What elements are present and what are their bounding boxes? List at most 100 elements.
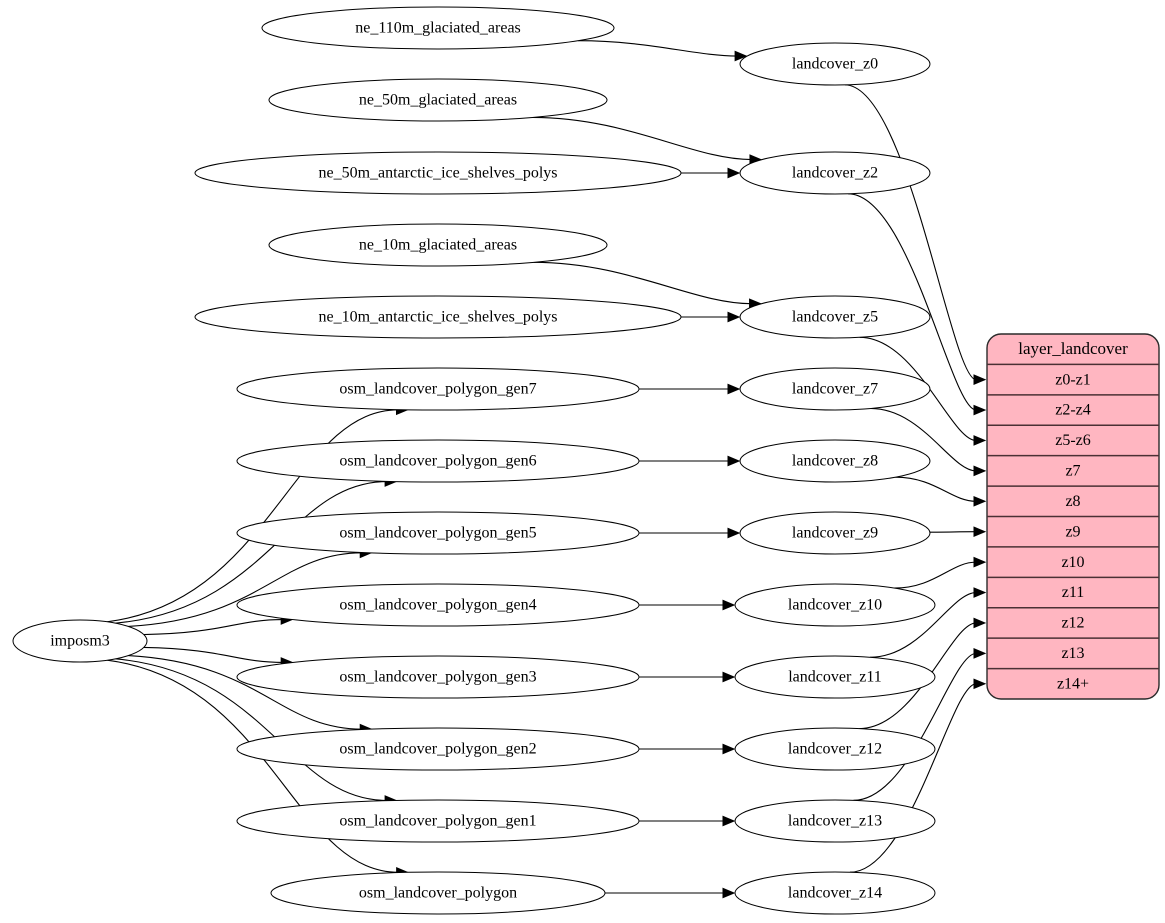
node-shape [734,799,936,843]
osm-table-osm_landcover_polygon_gen3[interactable]: osm_landcover_polygon_gen3 [236,655,640,699]
landcover-landcover_z14[interactable]: landcover_z14 [734,871,936,915]
node-shape [739,439,931,483]
ne-table-ne_10m_glaciated_areas[interactable]: ne_10m_glaciated_areas [268,223,608,267]
table-row-z11[interactable]: z11 [1062,584,1085,601]
node-label: imposm3 [50,633,110,650]
edge-landcover_z8-to-row-z8 [895,476,977,502]
edge-imposm3-to-osm_landcover_polygon_gen6 [115,481,388,624]
osm-table-osm_landcover_polygon_gen6[interactable]: osm_landcover_polygon_gen6 [236,439,640,483]
node-shape [12,619,148,663]
node-shape [236,655,640,699]
osm-table-osm_landcover_polygon_gen1[interactable]: osm_landcover_polygon_gen1 [236,799,640,843]
edge-arrowhead [973,495,987,507]
table-row-z12[interactable]: z12 [1061,615,1084,632]
node-label: landcover_z9 [792,525,878,542]
node-label: ne_10m_antarctic_ice_shelves_polys [318,309,557,326]
landcover-landcover_z11[interactable]: landcover_z11 [734,655,936,699]
table-row-z13[interactable]: z13 [1061,645,1084,662]
edge-imposm3-to-osm_landcover_polygon_gen2 [128,655,363,730]
node-shape [261,6,615,50]
edge-imposm3-to-osm_landcover_polygon_gen3 [143,646,284,663]
ne-table-ne_10m_antarctic_ice_shelves_polys[interactable]: ne_10m_antarctic_ice_shelves_polys [194,295,682,339]
table-row-z9[interactable]: z9 [1065,523,1080,540]
node-shape [194,151,682,195]
table-row-label: z9 [1065,523,1080,540]
edge-arrowhead [973,587,987,598]
table-row-z8[interactable]: z8 [1065,493,1080,510]
table-row-z0-z1[interactable]: z0-z1 [1055,371,1091,388]
landcover-landcover_z10[interactable]: landcover_z10 [734,583,936,627]
node-shape [236,583,640,627]
node-shape [739,42,931,86]
nodes-layer: imposm3 ne_110m_glaciated_areas ne_50m_gla… [12,6,936,915]
edge-landcover_z11-to-row-z11 [869,591,977,658]
ne-table-ne_50m_antarctic_ice_shelves_polys[interactable]: ne_50m_antarctic_ice_shelves_polys [194,151,682,195]
edge-imposm3-to-osm_landcover_polygon_gen4 [143,619,284,636]
node-shape [236,511,640,555]
table-row-z14-[interactable]: z14+ [1057,675,1089,692]
table-row-label: z2-z4 [1055,402,1091,419]
node-label: ne_50m_antarctic_ice_shelves_polys [318,165,557,182]
table-row-label: z14+ [1057,675,1089,692]
table-row-z10[interactable]: z10 [1061,554,1084,571]
edge-landcover_z14-to-row-z14plus [849,683,977,873]
landcover-landcover_z13[interactable]: landcover_z13 [734,799,936,843]
node-shape [236,799,640,843]
table-row-label: z5-z6 [1055,432,1091,449]
edge-landcover_z7-to-row-z7 [870,407,977,472]
node-label: landcover_z11 [788,669,882,686]
edge-arrowhead [727,311,741,323]
node-label: osm_landcover_polygon_gen6 [339,453,536,470]
edge-arrowhead [727,383,741,395]
layer-landcover-table[interactable]: layer_landcoverz0-z1z2-z4z5-z6z7z8z9z10z… [986,333,1160,700]
node-shape [739,367,931,411]
landcover-landcover_z12[interactable]: landcover_z12 [734,727,936,771]
node-label: osm_landcover_polygon [359,885,517,902]
landcover-landcover_z5[interactable]: landcover_z5 [739,295,931,339]
edge-imposm3-to-osm_landcover_polygon_gen1 [115,658,388,801]
edge-arrowhead [722,671,736,683]
edge-landcover_z2-to-row-z2-z4 [848,193,977,411]
table-row-z2-z4[interactable]: z2-z4 [1055,402,1091,419]
node-label: ne_50m_glaciated_areas [359,92,517,109]
edge-landcover_z10-to-row-z10 [894,561,977,589]
landcover-landcover_z9[interactable]: landcover_z9 [739,511,931,555]
node-shape [739,511,931,555]
node-label: landcover_z2 [792,165,878,182]
node-label: osm_landcover_polygon_gen7 [339,381,536,398]
edge-imposm3-to-osm_landcover_polygon_gen7 [107,409,399,623]
node-shape [268,223,608,267]
edge-arrowhead [973,526,987,538]
table-row-z7[interactable]: z7 [1065,463,1080,480]
node-label: ne_110m_glaciated_areas [355,20,521,37]
edge-arrowhead [973,465,987,477]
edge-arrowhead [973,556,987,568]
landcover-landcover_z0[interactable]: landcover_z0 [739,42,931,86]
osm-table-osm_landcover_polygon[interactable]: osm_landcover_polygon [270,871,606,915]
edge-arrowhead [973,404,987,416]
osm-table-osm_landcover_polygon_gen4[interactable]: osm_landcover_polygon_gen4 [236,583,640,627]
table-row-z5-z6[interactable]: z5-z6 [1055,432,1091,449]
edge-imposm3-to-osm_landcover_polygon_gen5 [128,552,363,627]
node-label: landcover_z5 [792,309,878,326]
node-label: landcover_z14 [788,885,882,902]
source-imposm3[interactable]: imposm3 [12,619,148,663]
node-shape [194,295,682,339]
ne-table-ne_50m_glaciated_areas[interactable]: ne_50m_glaciated_areas [268,78,608,122]
ne-table-ne_110m_glaciated_areas[interactable]: ne_110m_glaciated_areas [261,6,615,50]
landcover-landcover_z8[interactable]: landcover_z8 [739,439,931,483]
edge-arrowhead [722,599,736,611]
edge-ne_50m_glaciated_areas-to-landcover_z2 [532,116,752,161]
node-label: osm_landcover_polygon_gen5 [339,525,536,542]
osm-table-osm_landcover_polygon_gen2[interactable]: osm_landcover_polygon_gen2 [236,727,640,771]
landcover-landcover_z2[interactable]: landcover_z2 [739,151,931,195]
osm-table-osm_landcover_polygon_gen7[interactable]: osm_landcover_polygon_gen7 [236,367,640,411]
landcover-landcover_z7[interactable]: landcover_z7 [739,367,931,411]
edge-arrowhead [722,815,736,827]
node-label: landcover_z13 [788,813,882,830]
edge-arrowhead [727,167,741,179]
osm-table-osm_landcover_polygon_gen5[interactable]: osm_landcover_polygon_gen5 [236,511,640,555]
node-label: osm_landcover_polygon_gen3 [339,669,536,686]
